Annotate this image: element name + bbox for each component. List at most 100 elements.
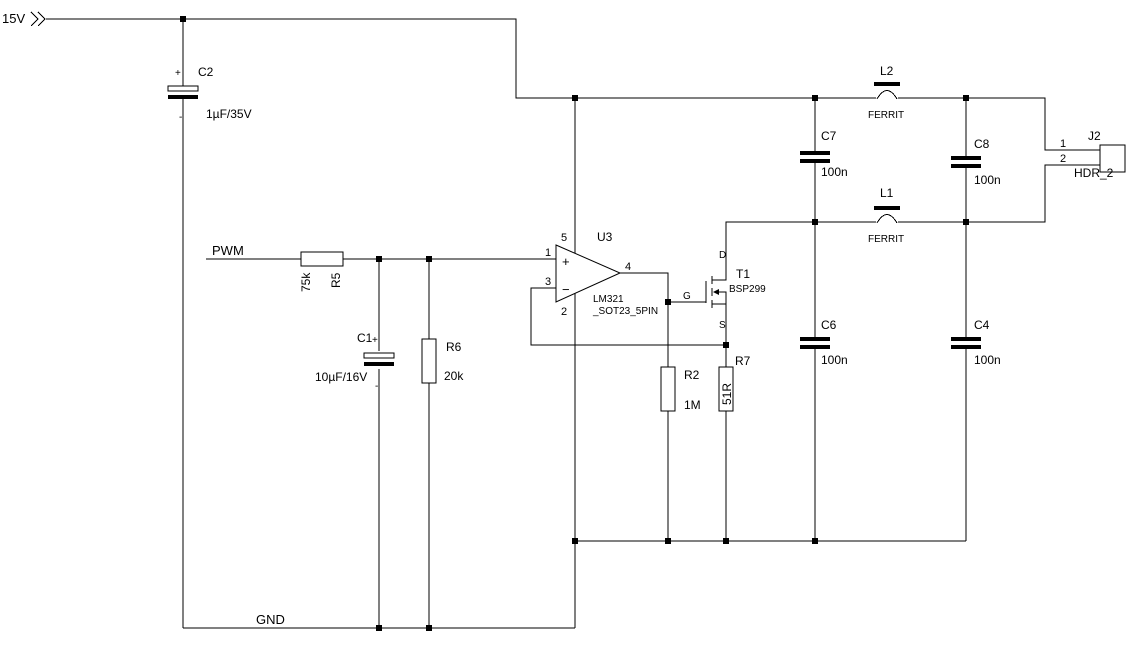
l2-ref: L2 [880, 64, 894, 78]
junction-dot [665, 299, 671, 305]
resistor-r5: 75k R5 [299, 251, 344, 292]
net-15v-input: 15V [2, 11, 46, 27]
t1-source-lead [712, 303, 727, 310]
header-j2: J2 1 2 HDR_2 [1060, 129, 1126, 180]
l1-ref: L1 [880, 186, 894, 200]
t1-ref: T1 [736, 267, 750, 281]
t1-body-lead [716, 291, 727, 304]
r6-value: 20k [444, 369, 464, 383]
c4-ref: C4 [974, 318, 990, 332]
u3-pin-3: 3 [545, 276, 551, 288]
junction-dot [723, 342, 729, 348]
junction-dot [963, 95, 969, 101]
c7-ref: C7 [821, 129, 837, 143]
u3-part: LM321 [593, 294, 624, 305]
u3-pin-1: 1 [545, 247, 551, 259]
ferrite-l2: L2 FERRIT [868, 64, 904, 121]
junction-dot [812, 538, 818, 544]
u3-pin-4: 4 [625, 261, 631, 273]
junction-dot [376, 625, 382, 631]
r2-ref: R2 [684, 368, 700, 382]
junction-dot [963, 219, 969, 225]
junction-dot [812, 95, 818, 101]
opamp-triangle [555, 244, 622, 303]
c8-value: 100n [974, 173, 1001, 187]
c2-plus-plate [167, 85, 199, 92]
net-label-gnd: GND [256, 612, 285, 627]
junction-dot [376, 256, 382, 262]
input-arrow-icon [30, 11, 46, 27]
c1-minus-sign: - [375, 381, 378, 392]
c2-plus-sign: + [175, 68, 181, 79]
junction-dot [812, 219, 818, 225]
t1-arrow-icon [713, 289, 719, 295]
r5-ref: R5 [329, 272, 343, 288]
mosfet-t1: T1 BSP299 D G S [683, 250, 766, 331]
r5-body [300, 251, 344, 267]
capacitor-c6: C6 100n [800, 318, 848, 367]
r5-value: 75k [299, 272, 313, 292]
u3-package: _SOT23_5PIN [592, 306, 658, 317]
junction-dot [572, 538, 578, 544]
net-label-pwm: PWM [212, 243, 244, 258]
junction-dot [723, 538, 729, 544]
junction-dot [426, 625, 432, 631]
c2-value: 1µF/35V [206, 107, 252, 121]
junction-dot [665, 538, 671, 544]
u3-pin-2: 2 [561, 306, 567, 318]
ferrite-l1: L1 FERRIT [868, 186, 904, 245]
c2-minus-plate [168, 95, 198, 99]
junctions [180, 16, 969, 631]
capacitor-c8: C8 100n [951, 137, 1001, 187]
l1-bump [876, 214, 898, 224]
c1-plus-sign: + [372, 335, 378, 346]
c6-value: 100n [821, 353, 848, 367]
capacitor-c7: C7 100n [800, 129, 848, 179]
t1-gate-label: G [683, 291, 691, 302]
junction-dot [572, 95, 578, 101]
opamp-u3: + − 1 3 5 2 4 U3 LM321 _SOT23_5PIN [545, 230, 658, 318]
wire-15v-rail [46, 18, 1100, 151]
j2-pin-1: 1 [1060, 138, 1066, 150]
c1-plus-plate [363, 352, 395, 359]
c8-ref: C8 [974, 137, 990, 151]
u3-plus-input-sign: + [562, 254, 570, 269]
r2-value: 1M [684, 398, 701, 412]
l2-value: FERRIT [868, 110, 904, 121]
wires [46, 18, 1100, 629]
resistor-r6: R6 20k [421, 338, 464, 384]
resistor-r7: R7 51R [718, 354, 751, 412]
c1-value: 10µF/16V [315, 370, 367, 384]
r7-body [718, 366, 734, 412]
t1-value: BSP299 [729, 284, 766, 295]
u3-ref: U3 [597, 230, 613, 244]
j2-body [1099, 144, 1126, 173]
t1-drain-lead [712, 272, 727, 281]
l2-bump-mask [876, 90, 898, 99]
c1-ref: C1 [357, 331, 373, 345]
capacitor-c4: C4 100n [951, 318, 1001, 367]
c6-ref: C6 [821, 318, 837, 332]
l1-bump-mask [876, 214, 898, 223]
j2-pin-2: 2 [1060, 153, 1066, 165]
r2-body [660, 366, 676, 412]
junction-dot [180, 16, 186, 22]
capacitor-c1: C1 + 10µF/16V - [315, 331, 395, 392]
j2-value: HDR_2 [1074, 166, 1114, 180]
r6-body [421, 338, 437, 384]
c7-value: 100n [821, 165, 848, 179]
wire-out [620, 272, 706, 303]
c2-minus-sign: - [179, 112, 182, 123]
t1-drain-label: D [719, 250, 726, 261]
l2-bump [876, 90, 898, 100]
c2-ref: C2 [198, 65, 214, 79]
resistor-r2: R2 1M [660, 366, 701, 412]
wire-feedback [530, 287, 726, 346]
c1-minus-plate [364, 362, 394, 366]
net-label-15v: 15V [2, 11, 25, 26]
c4-value: 100n [974, 353, 1001, 367]
u3-pin-5: 5 [561, 232, 567, 244]
wire-drain [725, 164, 1100, 272]
junction-dot [426, 256, 432, 262]
